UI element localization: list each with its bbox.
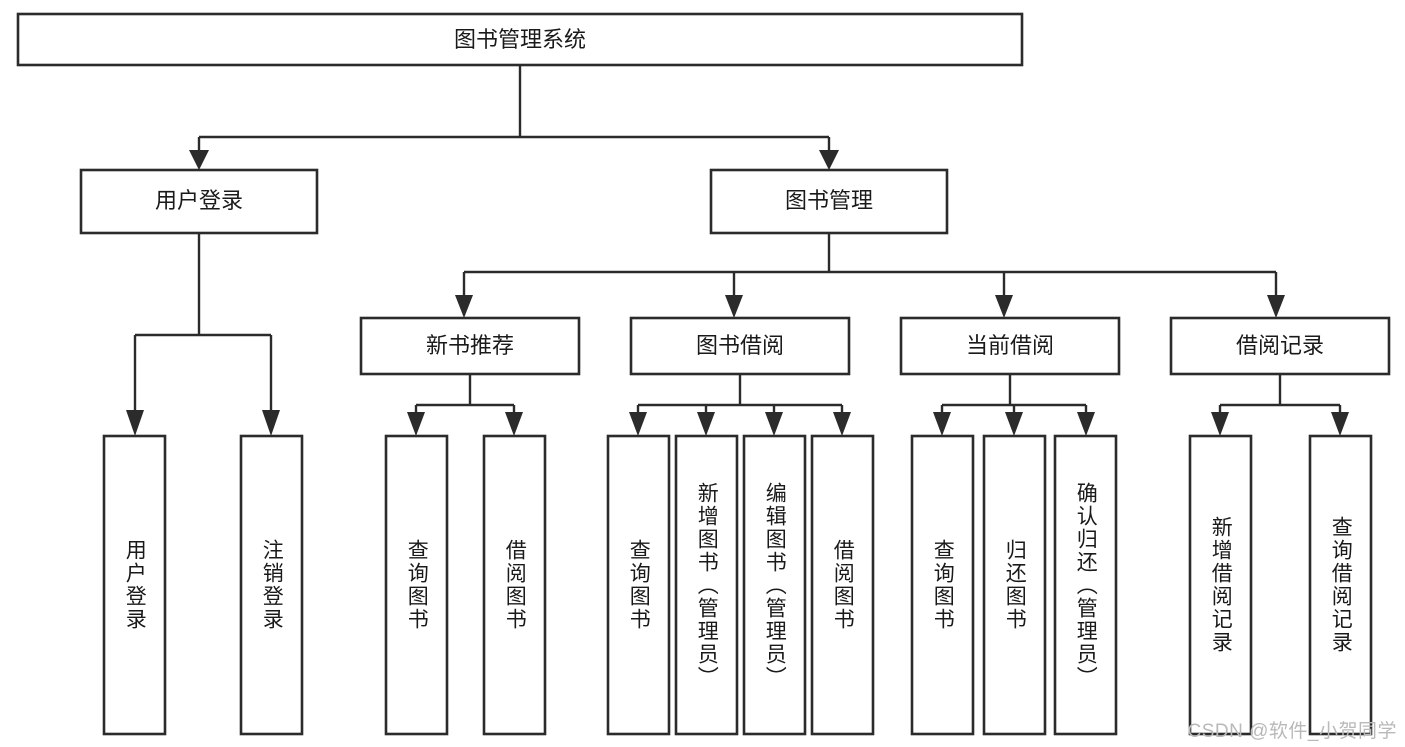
node-label-leaf-query-book-2: 查询图书: [627, 539, 651, 631]
node-box-leaf-confirm-return-admin[interactable]: [1053, 434, 1118, 736]
node-label-leaf-borrow-book-2: 借阅图书: [831, 539, 855, 631]
arrowhead-current-borrow: [995, 295, 1013, 318]
node-box-leaf-logout-login[interactable]: [239, 434, 304, 736]
csdn-watermark: CSDN @软件_小贺同学: [1187, 721, 1397, 742]
node-box-leaf-borrow-book-2[interactable]: [810, 434, 875, 736]
node-box-root[interactable]: [16, 12, 1024, 67]
node-box-leaf-edit-book-admin[interactable]: [742, 434, 807, 736]
node-label-current-borrow: 当前借阅: [966, 333, 1054, 358]
node-label-leaf-borrow-book-1: 借阅图书: [503, 539, 527, 631]
node-label-leaf-logout-login: 注销登录: [260, 539, 284, 631]
arrowhead-book-borrow: [725, 295, 743, 318]
node-box-user-login[interactable]: [79, 168, 319, 235]
node-label-leaf-edit-book-admin: 编辑图书（管理员）: [763, 481, 787, 689]
node-label-leaf-add-borrow-record: 新增借阅记录: [1209, 516, 1233, 654]
node-box-book-management[interactable]: [709, 168, 949, 235]
arrowhead-leaf-edit-book-admin: [765, 412, 783, 436]
arrowhead-leaf-query-book-3: [933, 412, 951, 436]
node-label-leaf-confirm-return-admin: 确认归还（管理员）: [1074, 481, 1098, 689]
node-label-leaf-query-book-1: 查询图书: [405, 539, 429, 631]
arrowhead-leaf-confirm-return-admin: [1077, 412, 1095, 436]
arrowhead-leaf-add-book-admin: [697, 412, 715, 436]
node-label-user-login: 用户登录: [155, 188, 243, 213]
node-box-leaf-borrow-book-1[interactable]: [482, 434, 547, 736]
arrowhead-leaf-logout-login: [262, 410, 280, 436]
arrowhead-leaf-return-book: [1005, 412, 1023, 436]
arrowhead-leaf-borrow-book-2: [833, 412, 851, 436]
node-label-leaf-user-login: 用户登录: [123, 539, 147, 631]
node-box-borrow-record[interactable]: [1169, 316, 1391, 376]
arrowhead-borrow-record: [1267, 295, 1285, 318]
node-box-book-borrow[interactable]: [629, 316, 851, 376]
node-box-leaf-add-borrow-record[interactable]: [1188, 434, 1253, 736]
node-box-new-book-recommend[interactable]: [359, 316, 581, 376]
node-label-root: 图书管理系统: [454, 27, 586, 52]
node-label-leaf-add-book-admin: 新增图书（管理员）: [695, 481, 719, 689]
node-label-borrow-record: 借阅记录: [1236, 333, 1324, 358]
node-box-leaf-user-login[interactable]: [102, 434, 167, 736]
node-layer: 图书管理系统 用户登录 图书管理 新书推荐 图书借阅 当前借阅 借阅记录: [16, 12, 1391, 736]
node-box-leaf-query-book-1[interactable]: [384, 434, 449, 736]
node-label-leaf-query-book-3: 查询图书: [931, 539, 955, 631]
node-label-leaf-return-book: 归还图书: [1003, 539, 1027, 631]
node-label-new-book-recommend: 新书推荐: [426, 333, 514, 358]
arrowhead-leaf-query-book-1: [407, 412, 425, 436]
node-box-leaf-query-book-2[interactable]: [606, 434, 671, 736]
arrowhead-leaf-query-borrow-record: [1331, 412, 1349, 436]
arrowhead-leaf-add-borrow-record: [1211, 412, 1229, 436]
arrowhead-book-management: [819, 150, 839, 170]
node-box-leaf-return-book[interactable]: [982, 434, 1047, 736]
arrowhead-leaf-borrow-book-1: [505, 412, 523, 436]
node-box-current-borrow[interactable]: [899, 316, 1121, 376]
connector-layer: [126, 65, 1349, 436]
node-box-leaf-query-borrow-record[interactable]: [1308, 434, 1373, 736]
arrowhead-leaf-user-login: [126, 410, 144, 436]
node-label-book-management: 图书管理: [785, 188, 873, 213]
node-label-book-borrow: 图书借阅: [696, 333, 784, 358]
node-box-leaf-add-book-admin[interactable]: [674, 434, 739, 736]
arrowhead-leaf-query-book-2: [629, 412, 647, 436]
node-label-leaf-query-borrow-record: 查询借阅记录: [1329, 516, 1353, 654]
arrowhead-new-book-recommend: [455, 295, 473, 318]
arrowhead-user-login: [189, 150, 209, 170]
node-box-leaf-query-book-3[interactable]: [910, 434, 975, 736]
